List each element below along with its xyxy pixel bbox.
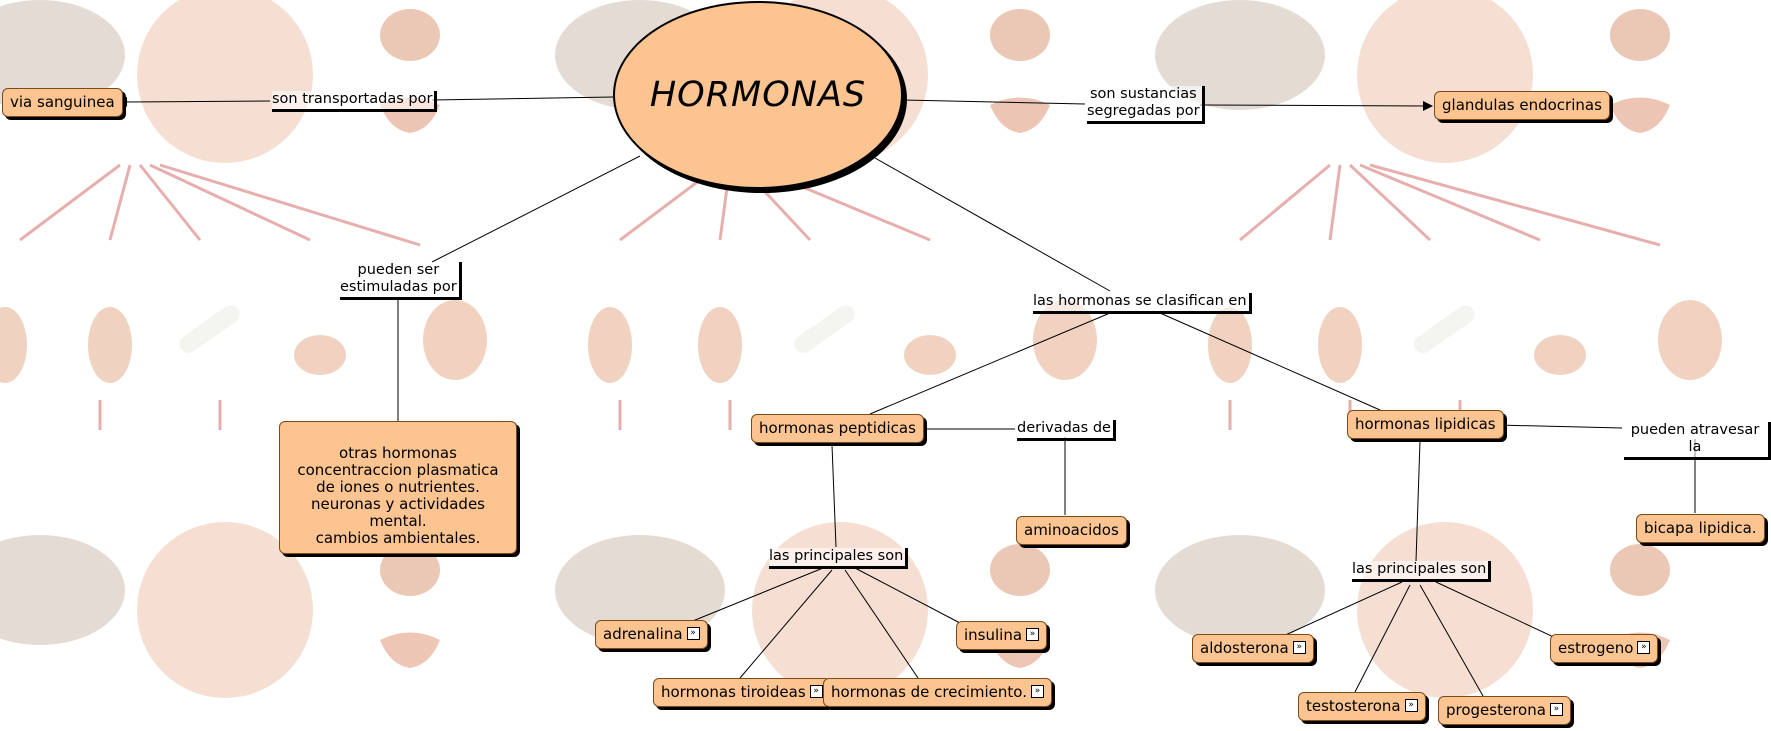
link-classified-to-peptidicas [869, 312, 1111, 415]
link-lipidicas-to-cross [1495, 424, 1623, 429]
concept-adrenalina[interactable]: adrenalina» [595, 620, 708, 649]
linking-phrase-classified[interactable]: las hormonas se clasifican en [1033, 293, 1252, 314]
kidney-illustration [380, 9, 1670, 596]
link-lipid-main-to-progesterona [1419, 584, 1484, 697]
concept-label: hormonas de crecimiento. [831, 683, 1027, 701]
red-arrows-illustration [19, 163, 1661, 430]
link-main-to-transported [431, 96, 614, 101]
expand-icon[interactable]: » [686, 627, 700, 640]
link-main-to-tiroideas [739, 569, 833, 679]
concept-label: bicapa lipidica. [1644, 519, 1757, 537]
concept-aldosterona[interactable]: aldosterona» [1192, 634, 1314, 663]
linking-phrase-main-lipid[interactable]: las principales son [1352, 561, 1492, 582]
link-lipidicas-to-main [1415, 440, 1421, 562]
expand-icon[interactable]: » [1404, 699, 1418, 712]
link-main-to-adrenalina [677, 567, 824, 628]
concept-glandulas-endocrinas[interactable]: glandulas endocrinas [1434, 91, 1610, 120]
concept-label: otras hormonas concentraccion plasmatica… [297, 444, 499, 547]
linking-phrase-main-peptide[interactable]: las principales son [769, 548, 909, 569]
concept-otras-hormonas[interactable]: otras hormonas concentraccion plasmatica… [279, 421, 517, 554]
concept-label: glandulas endocrinas [1442, 96, 1602, 114]
concept-label: hormonas lipidicas [1355, 415, 1496, 433]
concept-label: via sanguinea [10, 93, 115, 111]
linking-phrase-stimulated[interactable]: pueden ser estimuladas por [340, 262, 462, 300]
link-main-to-stimulated [431, 155, 641, 263]
link-peptidicas-to-main [831, 444, 837, 548]
concept-insulina[interactable]: insulina» [956, 621, 1048, 650]
linking-phrase-cross[interactable]: pueden atravesar la [1624, 422, 1771, 460]
concept-hormonas-lipidicas[interactable]: hormonas lipidicas [1347, 410, 1504, 439]
expand-icon[interactable]: » [809, 685, 823, 698]
concept-label: adrenalina [603, 625, 683, 643]
link-classified-to-lipidicas [1159, 312, 1381, 411]
concept-hormonas-crecimiento[interactable]: hormonas de crecimiento.» [823, 678, 1052, 707]
link-secreted-to-glandulas [1199, 100, 1433, 111]
concept-label: aldosterona [1200, 639, 1289, 657]
concept-label: hormonas tiroideas [661, 683, 806, 701]
link-main-to-insulina [854, 567, 961, 624]
concept-label: estrogeno [1558, 639, 1634, 657]
link-transported-to-via [117, 96, 271, 107]
expand-icon[interactable]: » [1549, 703, 1563, 716]
concept-estrogeno[interactable]: estrogeno» [1550, 634, 1659, 663]
bone-illustration [179, 305, 1475, 354]
concept-label: progesterona [1446, 701, 1546, 719]
concept-via-sanguinea[interactable]: via sanguinea [2, 88, 123, 117]
concept-bicapa-lipidica[interactable]: bicapa lipidica. [1636, 514, 1765, 543]
concept-label: testosterona [1306, 697, 1401, 715]
link-main-to-secreted [902, 99, 1086, 105]
concept-aminoacidos[interactable]: aminoacidos [1016, 516, 1127, 545]
concept-testosterona[interactable]: testosterona» [1298, 692, 1426, 721]
concept-hormonas-tiroideas[interactable]: hormonas tiroideas» [653, 678, 831, 707]
link-lipid-main-to-aldosterona [1269, 581, 1403, 643]
expand-icon[interactable]: » [1292, 641, 1306, 654]
concept-label: aminoacidos [1024, 521, 1119, 539]
link-lipid-main-to-testosterona [1354, 584, 1411, 693]
concept-progesterona[interactable]: progesterona» [1438, 696, 1571, 725]
link-main-to-crecimiento [844, 569, 919, 679]
main-concept-hormonas[interactable]: HORMONAS [613, 1, 903, 189]
concept-label: hormonas peptidicas [759, 419, 916, 437]
expand-icon[interactable]: » [1637, 641, 1651, 654]
link-main-to-classified [874, 157, 1111, 292]
gland-illustration [0, 300, 1722, 383]
expand-icon[interactable]: » [1026, 628, 1040, 641]
main-concept-label: HORMONAS [649, 75, 867, 115]
link-lipid-main-to-estrogeno [1435, 581, 1561, 641]
linking-phrase-secreted[interactable]: son sustancias segregadas por [1087, 86, 1205, 124]
expand-icon[interactable]: » [1030, 685, 1044, 698]
linking-phrase-derived[interactable]: derivadas de [1017, 420, 1116, 441]
linking-phrase-transported[interactable]: son transportadas por [272, 91, 438, 112]
concept-hormonas-peptidicas[interactable]: hormonas peptidicas [751, 414, 924, 443]
concept-label: insulina [964, 626, 1023, 644]
